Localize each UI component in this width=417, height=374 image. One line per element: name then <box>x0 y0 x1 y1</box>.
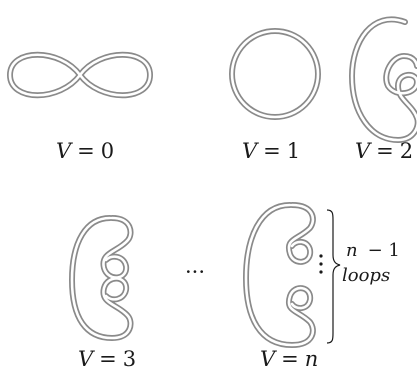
curve-v2 <box>352 19 417 140</box>
curve-vn <box>246 205 313 345</box>
brace <box>326 209 341 344</box>
label-vn: V=n <box>260 347 318 371</box>
annotation-line1: n − 1 <box>346 240 400 261</box>
vertical-dots <box>319 254 323 274</box>
label-v0: V=0 <box>56 139 114 163</box>
horizontal-ellipsis: ··· <box>185 260 205 284</box>
annotation-var: n <box>346 240 358 261</box>
curve-v1 <box>232 31 318 117</box>
label-v1: V=1 <box>242 139 300 163</box>
label-v2: V=2 <box>355 139 413 163</box>
curve-v3 <box>72 218 131 338</box>
annotation-rest: − 1 <box>368 240 400 261</box>
curve-v0 <box>10 55 150 96</box>
annotation-line2: loops <box>342 265 390 286</box>
label-v3: V=3 <box>78 347 136 371</box>
